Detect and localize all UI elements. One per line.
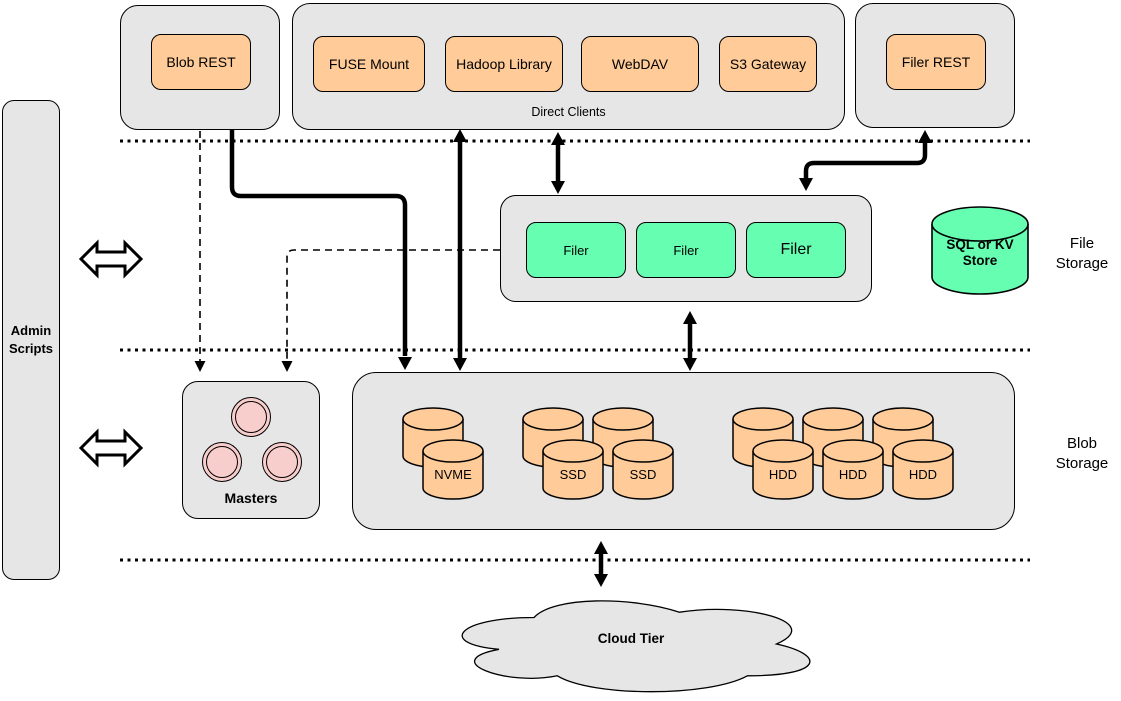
filer-rest-label: Filer REST	[901, 54, 971, 70]
dashed-blobrest-to-masters	[194, 131, 206, 372]
metadata-store-label: SQL or KV Store	[946, 237, 1014, 269]
filer-label: Filer	[673, 242, 699, 258]
cloud-icon	[461, 600, 811, 693]
disk-label: NVME	[434, 467, 472, 482]
disk-label: HDD	[909, 467, 937, 482]
disk-cylinder-icon: NVME	[422, 439, 484, 500]
dashed-filers-to-masters	[281, 249, 500, 372]
hdd-disk: HDD	[821, 438, 885, 502]
cloud-tier-shape: Cloud Tier	[437, 591, 825, 697]
s3-gateway-node: S3 Gateway	[719, 36, 817, 92]
cloud-tier-label: Cloud Tier	[597, 631, 665, 646]
fuse-mount-node: FUSE Mount	[313, 36, 425, 92]
arrow-directclients-volumes	[453, 129, 467, 371]
filer-label: Filer	[780, 241, 812, 258]
ssd-disk: SSD	[541, 438, 605, 502]
s3-gateway-label: S3 Gateway	[729, 56, 807, 72]
filer-node: Filer	[636, 222, 736, 278]
filer-node: Filer	[746, 222, 846, 278]
disk-cylinder-icon: HDD	[822, 439, 884, 500]
disk-label: HDD	[769, 467, 797, 482]
disk-cylinder-icon: SSD	[612, 439, 674, 500]
direct-clients-label: Direct Clients	[531, 105, 606, 119]
filer-cluster-container: Filer Filer Filer	[500, 195, 872, 302]
admin-scripts-box: Admin Scripts	[2, 100, 60, 580]
filer-node: Filer	[526, 222, 626, 278]
direct-clients-container: FUSE Mount Hadoop Library WebDAV S3 Gate…	[292, 3, 845, 130]
blob-storage-container: NVME SSD SSD HDD HDD HDD	[352, 372, 1015, 530]
hadoop-library-node: Hadoop Library	[445, 36, 563, 92]
master-node-icon	[202, 442, 242, 482]
disk-cylinder-icon: HDD	[752, 439, 814, 500]
metadata-store-cylinder: SQL or KV Store	[930, 205, 1030, 297]
arrow-filerrest-filers	[799, 130, 932, 191]
hdd-disk: HDD	[751, 438, 815, 502]
arrow-blobrest-to-volumes	[229, 130, 412, 370]
master-node-icon	[262, 442, 302, 482]
arrow-filers-volumes	[683, 311, 697, 371]
filer-rest-container: Filer REST	[855, 3, 1015, 128]
admin-blob-storage-double-arrow	[78, 428, 144, 468]
disk-label: SSD	[560, 467, 587, 482]
admin-scripts-label: Admin Scripts	[8, 323, 54, 356]
arrow-volumes-cloud	[594, 541, 608, 587]
masters-container: Masters	[182, 381, 320, 519]
blob-rest-label: Blob REST	[166, 54, 236, 70]
fuse-mount-label: FUSE Mount	[328, 56, 410, 72]
database-cylinder-icon	[931, 206, 1029, 295]
admin-file-storage-double-arrow	[78, 239, 144, 279]
disk-cylinder-icon: HDD	[892, 439, 954, 500]
webdav-label: WebDAV	[611, 56, 669, 72]
arrow-directclients-filers	[551, 132, 565, 194]
disk-label: SSD	[630, 467, 657, 482]
hdd-disk: HDD	[891, 438, 955, 502]
master-node-icon	[231, 397, 271, 437]
masters-label: Masters	[224, 490, 278, 506]
disk-cylinder-icon: SSD	[542, 439, 604, 500]
filer-rest-node: Filer REST	[886, 34, 986, 90]
filer-label: Filer	[563, 242, 589, 258]
webdav-node: WebDAV	[581, 36, 699, 92]
hadoop-library-label: Hadoop Library	[456, 56, 552, 72]
blob-rest-container: Blob REST	[120, 5, 280, 130]
ssd-disk: SSD	[611, 438, 675, 502]
blob-rest-node: Blob REST	[151, 34, 251, 90]
file-storage-section-label: File Storage	[1055, 235, 1109, 272]
disk-label: HDD	[839, 467, 867, 482]
blob-storage-section-label: Blob Storage	[1055, 435, 1109, 472]
nvme-disk: NVME	[421, 438, 485, 502]
